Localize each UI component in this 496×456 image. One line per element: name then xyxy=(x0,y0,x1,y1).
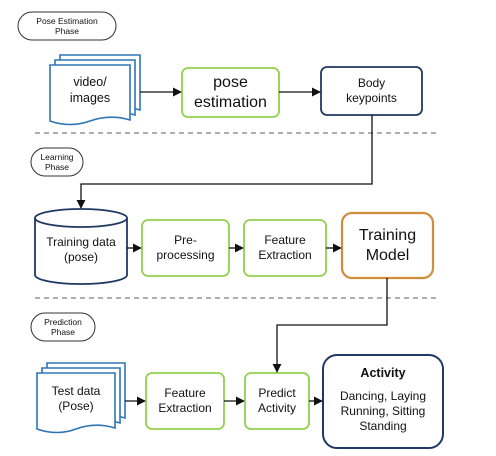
video-images-document-stack xyxy=(49,54,141,126)
arrow-training-model-to-predict xyxy=(272,278,388,373)
phase-pill-pose-estimation xyxy=(17,11,117,41)
test-data-document-stack xyxy=(36,362,126,434)
phase-pill-learning xyxy=(30,147,84,177)
arrow-keypoints-to-training-data xyxy=(76,115,373,209)
training-data-cylinder xyxy=(34,208,128,285)
activity-items: Dancing, Laying Running, Sitting Standin… xyxy=(339,388,427,433)
feature-extraction-prediction-label: Feature Extraction xyxy=(158,386,212,415)
feature-extraction-learning-label: Feature Extraction xyxy=(258,233,312,262)
training-model-label: Training Model xyxy=(358,226,417,264)
preprocessing-label: Pre- processing xyxy=(156,233,215,262)
video-images-label: video/ images xyxy=(69,75,111,105)
phase-label-prediction: Prediction Phase xyxy=(44,316,82,337)
test-data-label: Test data (Pose) xyxy=(51,384,101,413)
predict-activity-label: Predict Activity xyxy=(257,386,296,415)
pose-estimation-label: pose estimation xyxy=(194,73,267,111)
phase-pill-prediction xyxy=(30,312,96,342)
phase-label-pose-estimation: Pose Estimation Phase xyxy=(36,15,98,36)
body-keypoints-label: Body keypoints xyxy=(346,76,397,105)
activity-box xyxy=(322,354,444,449)
phase-label-learning: Learning Phase xyxy=(40,151,74,172)
training-data-label: Training data (pose) xyxy=(46,235,116,264)
activity-title: Activity xyxy=(360,366,406,381)
